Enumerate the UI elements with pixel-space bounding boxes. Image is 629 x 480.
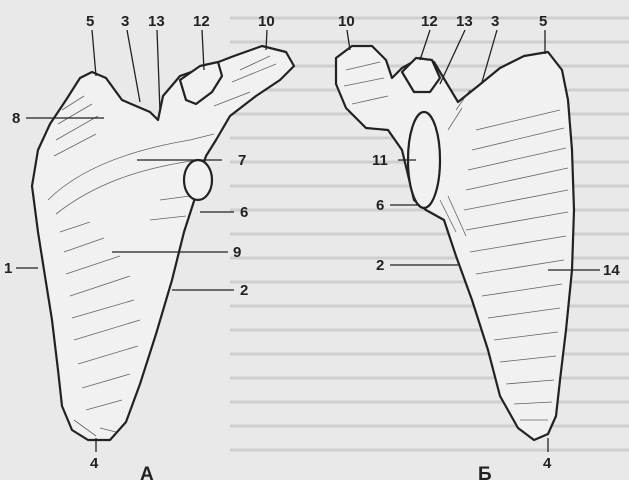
label-b-6: 6	[376, 197, 384, 214]
label-a-2: 2	[240, 282, 248, 299]
label-a-7: 7	[238, 152, 246, 169]
label-a-5: 5	[86, 13, 94, 30]
scapula-a-outline	[32, 46, 294, 440]
label-a-3: 3	[121, 13, 129, 30]
label-b-14: 14	[603, 262, 620, 279]
label-a-9: 9	[233, 244, 241, 261]
label-b-13: 13	[456, 13, 473, 30]
label-a-13: 13	[148, 13, 165, 30]
label-b-5: 5	[539, 13, 547, 30]
label-a-8: 8	[12, 110, 20, 127]
label-b-3: 3	[491, 13, 499, 30]
scapula-b-outline	[336, 46, 574, 440]
label-a-1: 1	[4, 260, 12, 277]
view-b-letter: Б	[478, 464, 492, 480]
view-a-letter: А	[140, 464, 154, 480]
label-b-4: 4	[543, 455, 552, 472]
label-b-10: 10	[338, 13, 355, 30]
label-a-10: 10	[258, 13, 275, 30]
label-a-12: 12	[193, 13, 210, 30]
scapula-view-a	[16, 30, 294, 452]
label-b-2: 2	[376, 257, 384, 274]
label-a-4: 4	[90, 455, 99, 472]
scapula-a-glenoid	[184, 160, 212, 200]
label-a-6: 6	[240, 204, 248, 221]
label-b-11: 11	[372, 152, 388, 169]
scapula-view-b	[336, 30, 600, 452]
label-b-12: 12	[421, 13, 438, 30]
